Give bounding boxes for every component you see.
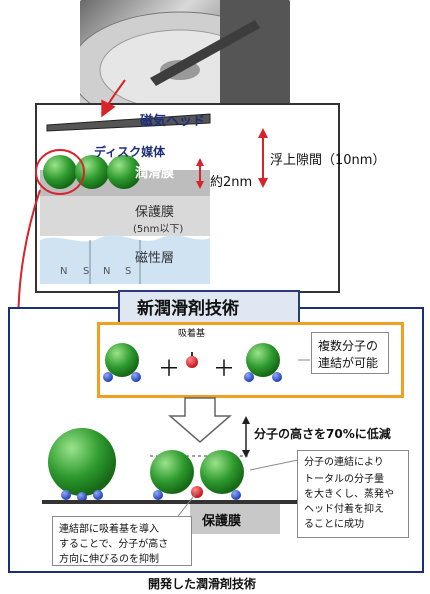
plus-sign: ＋ — [213, 357, 236, 382]
pole-label: S — [125, 266, 132, 277]
molecule-ball — [200, 450, 244, 494]
pole-label: N — [60, 266, 68, 277]
protective-thickness-label: (5nm以下) — [133, 224, 184, 235]
height-reduction-label: 分子の高さを70%に低減 — [254, 427, 391, 441]
lubricant-film-label: 潤滑膜 — [135, 166, 175, 181]
substrate-line — [42, 500, 392, 504]
magnetic-head-label: 磁気ヘッド — [140, 114, 206, 129]
molecule-ball — [107, 155, 141, 189]
adsorption-group-callout: 連結部に吸着基を導入 することで、分子が高さ 方向に伸びるのを抑制 — [52, 516, 192, 566]
magnetic-layer — [40, 235, 210, 284]
adsorption-group-ball — [186, 356, 198, 368]
down-arrow — [167, 397, 233, 443]
molecule-ball — [150, 450, 194, 494]
hard-disk-photo — [80, 0, 290, 110]
pole-label: N — [103, 266, 111, 277]
molecule-ball — [246, 343, 280, 377]
protective-film-label: 保護膜 — [202, 514, 242, 529]
section-title: 新潤滑剤技術 — [137, 299, 239, 319]
molecular-weight-callout: 分子の連結により トータルの分子量 を大きくし、蒸発や ヘッド付着を抑え ること… — [297, 450, 409, 538]
flying-gap-label: 浮上隙間（10nm） — [270, 153, 386, 168]
molecule-ball — [48, 428, 116, 496]
molecule-ball — [105, 343, 139, 377]
hard-disk-illustration — [80, 0, 290, 110]
protective-film-block — [190, 504, 280, 534]
plus-sign: ＋ — [158, 357, 181, 382]
protective-film-layer — [40, 196, 210, 236]
magnetic-head-shape — [46, 113, 211, 132]
protective-film-label: 保護膜 — [135, 205, 175, 220]
figure-caption: 開発した潤滑剤技術 — [148, 577, 257, 591]
pole-label: S — [83, 266, 90, 277]
magnetic-layer-label: 磁性層 — [135, 251, 175, 266]
highlight-ring — [35, 149, 85, 195]
thickness-label: 約2nm — [210, 175, 253, 190]
disk-medium-label: ディスク媒体 — [94, 145, 166, 159]
multi-link-callout: 複数分子の 連結が可能 — [311, 332, 389, 374]
molecule-ball — [43, 155, 77, 189]
zoom-arrow — [101, 79, 126, 118]
molecule-ball — [75, 155, 109, 189]
adsorption-group-label: 吸着基 — [178, 329, 206, 339]
